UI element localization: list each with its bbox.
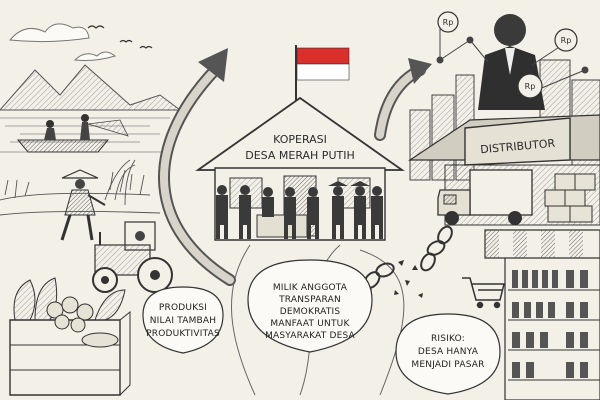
produce-crate [9, 277, 131, 396]
bubble-left: PRODUKSI NILAI TAMBAH PRODUKTIVITAS [142, 286, 224, 354]
bubble-left-line1: PRODUKSI [159, 303, 207, 313]
flag-icon [295, 45, 350, 105]
cooperative-title-line2: DESA MERAH PUTIH [245, 149, 354, 162]
farmer [60, 169, 106, 241]
svg-text:Rp: Rp [443, 18, 454, 27]
svg-text:Rp: Rp [525, 82, 536, 91]
svg-text:Rp: Rp [561, 36, 572, 45]
sky-clouds [9, 23, 117, 61]
rice-field [0, 159, 161, 216]
bubble-center-line5: MASYARAKAT DESA [265, 331, 355, 341]
bubble-center-line2: TRANSPARAN [278, 295, 341, 305]
bubble-left-line2: NILAI TAMBAH [150, 316, 217, 326]
fishing-boat [16, 114, 129, 153]
shopping-cart-icon [462, 277, 505, 309]
birds [87, 25, 153, 49]
bubble-center-line4: MANFAAT UNTUK [270, 319, 350, 329]
flow-arrow-right [374, 58, 432, 141]
chain-shards [394, 260, 423, 298]
bubble-right-line3: MENJADI PASAR [411, 360, 484, 370]
villagers [216, 181, 383, 239]
rupiah-coin-icon: Rp Rp Rp [437, 11, 578, 99]
goods-boxes [544, 173, 596, 223]
mountains [0, 64, 182, 111]
broken-chain-icon [352, 225, 453, 300]
bubble-center: MILIK ANGGOTA TRANSPARAN DEMOKRATIS MANF… [247, 259, 373, 353]
bubble-right-line1: RISIKO: [431, 334, 465, 344]
bubble-right: RISIKO: DESA HANYA MENJADI PASAR [395, 313, 501, 395]
cooperative-title-line1: KOPERASI [273, 133, 327, 146]
market-shop [484, 229, 600, 400]
bubble-center-line3: DEMOKRATIS [280, 307, 341, 317]
bubble-right-line2: DESA HANYA [418, 347, 479, 357]
tractor-icon [92, 221, 173, 293]
bubble-left-line3: PRODUKTIVITAS [146, 329, 220, 339]
flow-arrow-left [158, 48, 236, 286]
truck-icon [437, 169, 533, 225]
bubble-center-line1: MILIK ANGGOTA [273, 283, 348, 293]
